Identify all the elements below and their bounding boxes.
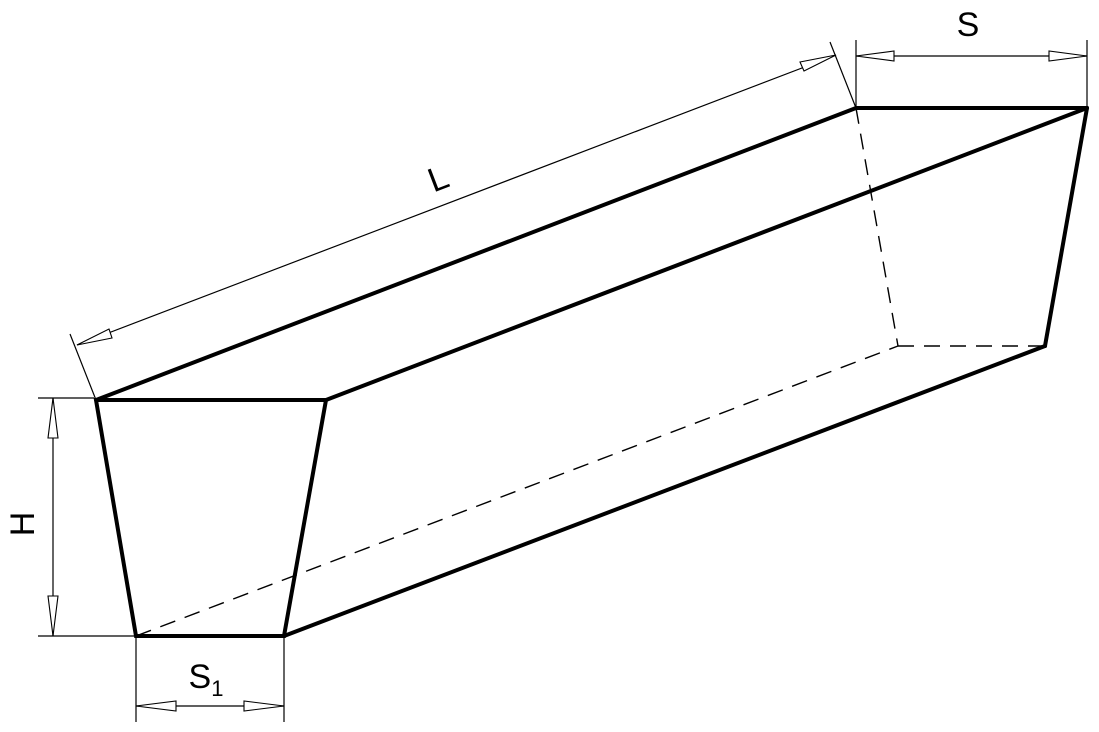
label-s: S (957, 6, 980, 44)
arrowhead-s-left (855, 50, 895, 62)
bottom-edge-right (282, 344, 1047, 638)
hidden-edges (135, 107, 1045, 637)
arrowhead-l-start (76, 328, 113, 346)
top-edge-left (94, 106, 858, 402)
top-edge-right (324, 106, 1089, 402)
label-h: H (4, 512, 42, 537)
visible-edges (93, 106, 1089, 638)
arrowhead-h-bottom (47, 595, 59, 637)
dimension-height: H (4, 397, 134, 637)
dimension-bottom-width: S1 (135, 638, 285, 722)
label-l: L (423, 158, 454, 200)
front-face (93, 398, 329, 638)
label-s1: S1 (189, 658, 224, 701)
hidden-edge-long-bottom (135, 345, 899, 637)
arrowhead-l-end (799, 54, 837, 72)
dimension-line-l (76, 54, 837, 346)
dimension-top-width: S (855, 6, 1088, 106)
label-s1-base: S (189, 658, 212, 696)
arrowhead-h-top (47, 397, 59, 439)
label-s1-subscript: 1 (211, 676, 223, 701)
back-right-edge (1043, 106, 1089, 348)
arrowhead-s1-right (243, 700, 285, 712)
hidden-edge-back-vertical (855, 107, 899, 347)
extension-line-l-front (69, 333, 97, 401)
extension-line-l-back (829, 41, 857, 109)
arrowhead-s1-left (135, 700, 177, 712)
arrowhead-s-right (1048, 50, 1088, 62)
